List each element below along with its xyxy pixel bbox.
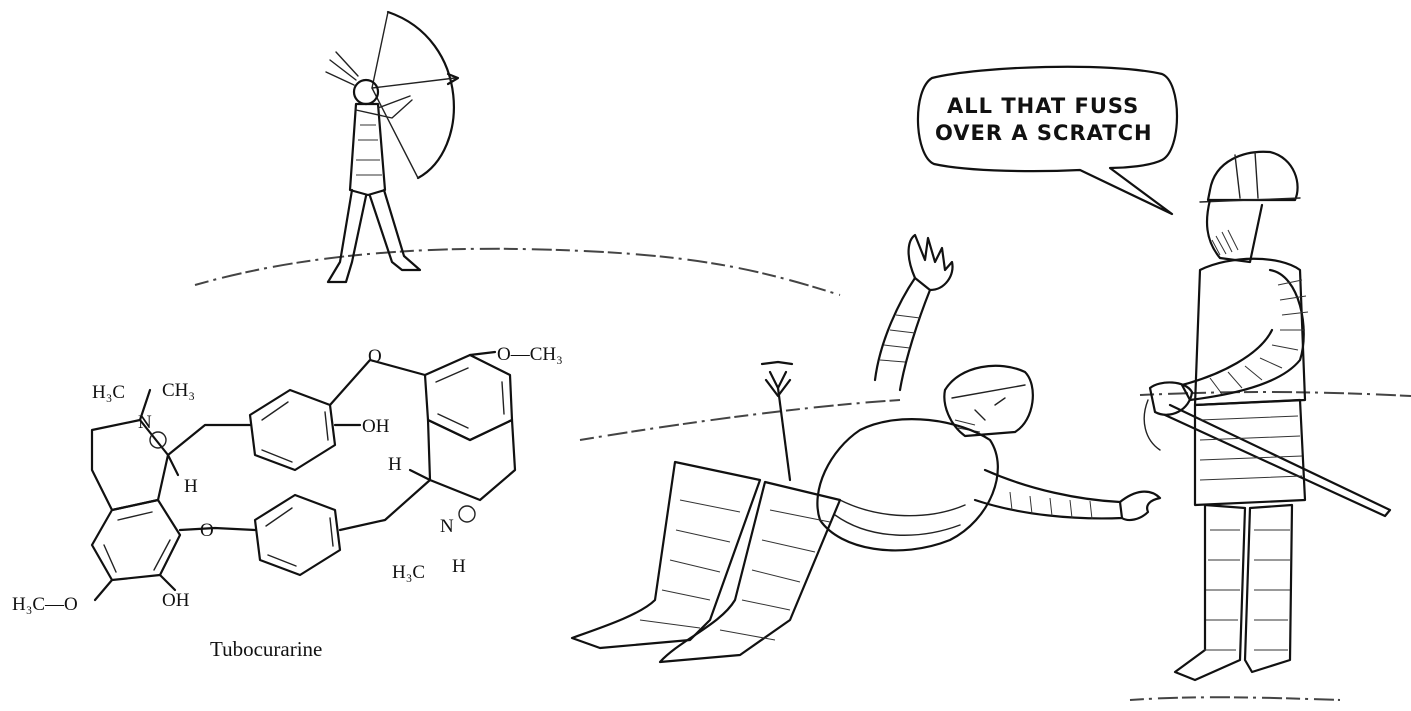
label-och3-top: O—CH₃ [497,344,563,365]
label-oh-bottom: OH [162,590,190,611]
tubocurarine-structure: H₃C CH₃ N H OH O O—CH₃ H N H₃C H O H₃C—O… [12,344,563,661]
label-o-top: O [368,346,382,367]
label-n-top: N [138,412,152,433]
speech-line-1: ALL THAT FUSS [947,94,1139,118]
label-ch3-top: CH₃ [162,380,195,401]
label-h3c-right: H₃C [392,562,425,583]
speech-line-2: OVER A SCRATCH [935,121,1153,145]
label-h-top: H [184,476,198,497]
label-h3c-top: H₃C [92,382,125,403]
fallen-soldier-figure [570,233,1162,664]
label-n-right: N [440,516,454,537]
label-h3co: H₃C—O [12,594,78,615]
standing-soldier-figure [1143,150,1392,682]
label-h-right: H [388,454,402,475]
label-oh-mid: OH [362,416,390,437]
archer-figure [325,10,460,284]
ground-lines [194,247,1411,701]
label-o-mid: O [200,520,214,541]
speech-bubble: ALL THAT FUSS OVER A SCRATCH [916,65,1178,216]
label-h-bottom-right: H [452,556,466,577]
molecule-caption: Tubocurarine [210,637,322,661]
